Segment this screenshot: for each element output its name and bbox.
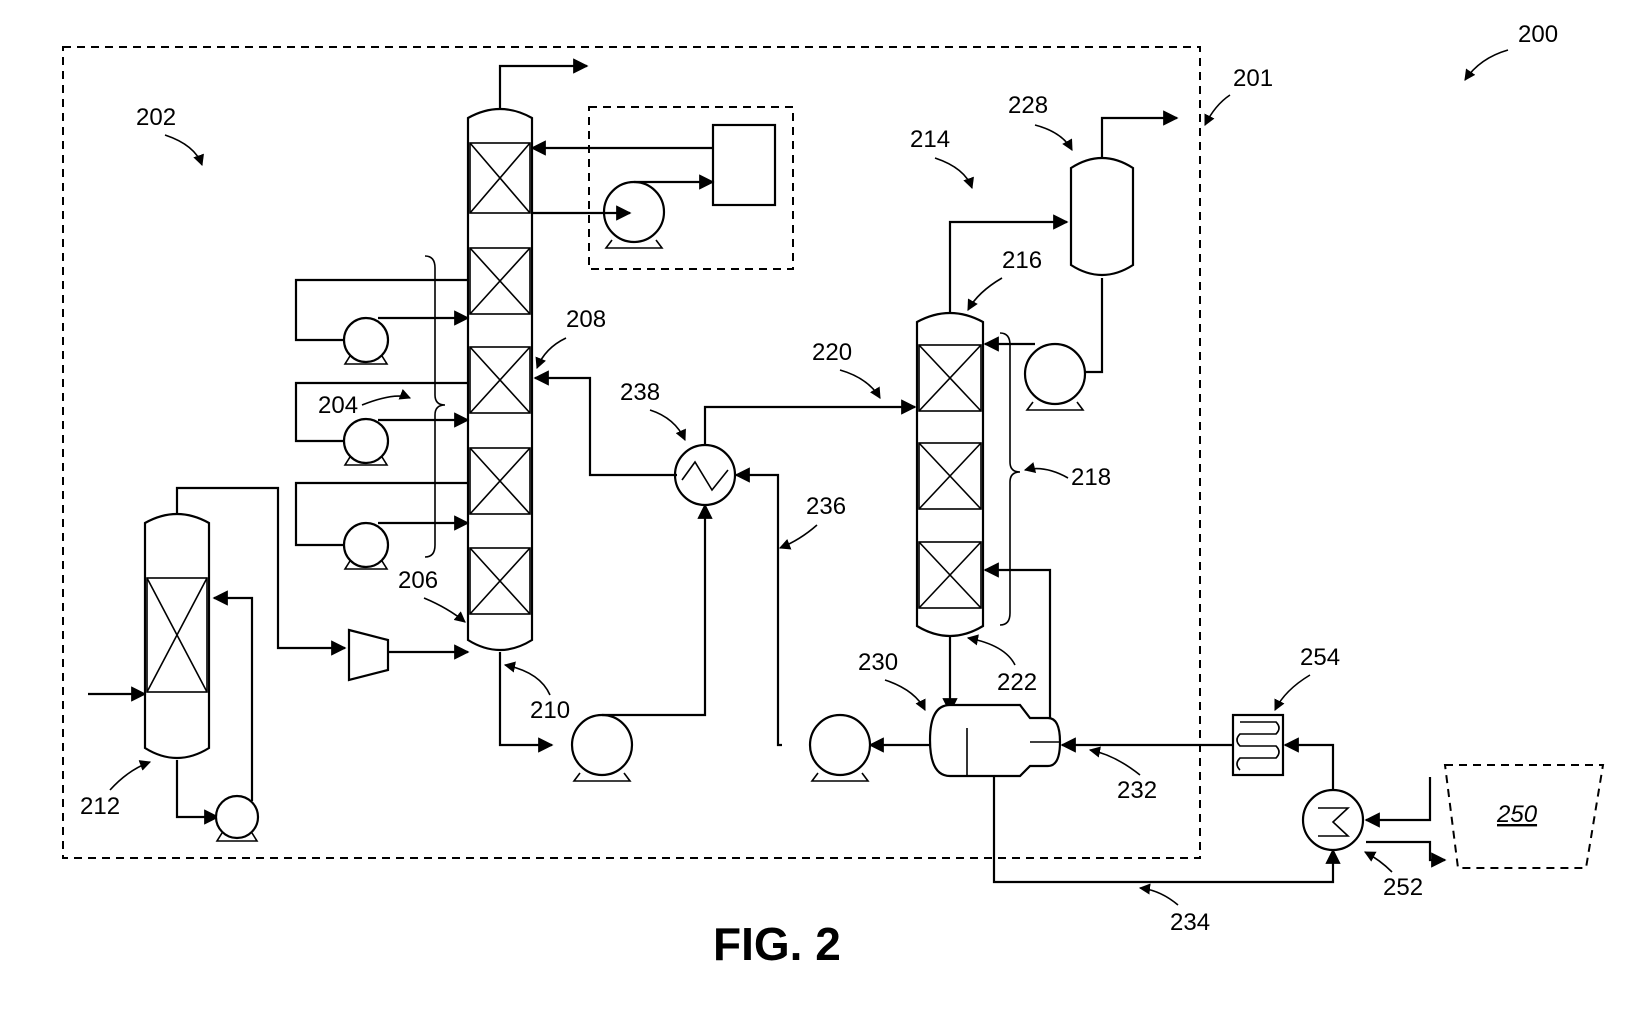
label-232: 232 <box>1117 777 1157 804</box>
second-column <box>917 313 1020 636</box>
main-column <box>468 109 532 650</box>
label-216: 216 <box>1002 247 1042 274</box>
label-222: 222 <box>997 669 1037 696</box>
figure-caption: FIG. 2 <box>713 918 841 970</box>
label-250: 250 <box>1496 801 1538 828</box>
label-206: 206 <box>398 567 438 594</box>
label-214: 214 <box>910 126 950 153</box>
label-201: 201 <box>1233 65 1273 92</box>
label-230: 230 <box>858 649 898 676</box>
label-210: 210 <box>530 697 570 724</box>
label-252: 252 <box>1383 874 1423 901</box>
label-220: 220 <box>812 339 852 366</box>
reactor-vessel <box>145 514 209 758</box>
label-200: 200 <box>1518 21 1558 48</box>
label-254: 254 <box>1300 644 1340 671</box>
label-218: 218 <box>1071 464 1111 491</box>
label-236: 236 <box>806 493 846 520</box>
label-212: 212 <box>80 793 120 820</box>
label-234: 234 <box>1170 909 1210 936</box>
label-228: 228 <box>1008 92 1048 119</box>
label-204: 204 <box>318 392 358 419</box>
label-238: 238 <box>620 379 660 406</box>
label-202: 202 <box>136 104 176 131</box>
label-208: 208 <box>566 306 606 333</box>
